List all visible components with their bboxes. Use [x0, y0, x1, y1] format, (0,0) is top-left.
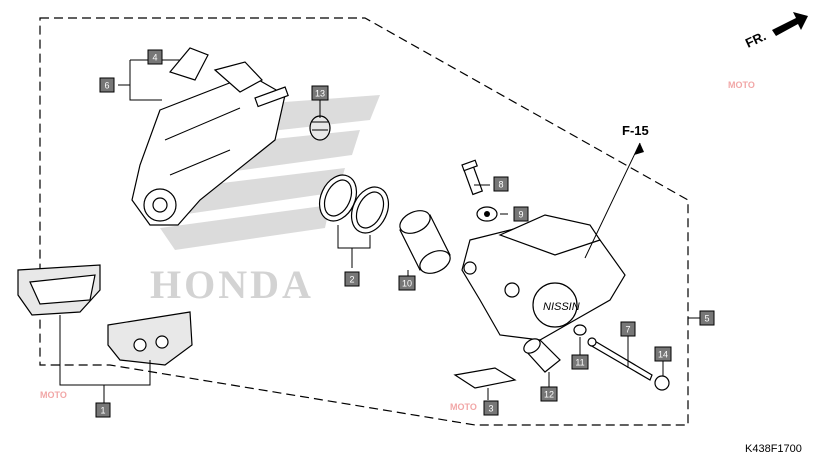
svg-text:14: 14	[658, 350, 668, 360]
store-watermark: MOTO	[728, 80, 755, 90]
callout-12: 12	[540, 386, 558, 402]
caliper-body: NISSIN	[461, 214, 626, 341]
caliper-mark: NISSIN	[543, 301, 580, 313]
svg-text:4: 4	[152, 53, 157, 63]
callout-2: 2	[344, 271, 360, 287]
svg-text:7: 7	[625, 325, 630, 335]
callout-11: 11	[571, 354, 589, 370]
slide-pin	[523, 338, 561, 373]
svg-text:8: 8	[498, 180, 503, 190]
front-direction-indicator: FR.	[743, 12, 808, 51]
svg-text:10: 10	[402, 279, 412, 289]
bleeder-screw	[461, 159, 484, 196]
callout-6: 6	[99, 77, 115, 93]
svg-text:11: 11	[575, 358, 584, 368]
callout-7: 7	[620, 321, 636, 337]
callout-8: 8	[493, 176, 509, 192]
caliper-piston	[399, 210, 451, 274]
pin-ring	[573, 324, 587, 336]
svg-text:9: 9	[518, 210, 523, 220]
callout-10: 10	[398, 275, 416, 291]
svg-text:12: 12	[544, 390, 554, 400]
callout-13: 13	[311, 85, 329, 101]
store-watermark: MOTO	[450, 402, 477, 412]
brake-pads	[17, 264, 193, 366]
piston-seals	[318, 174, 390, 234]
pad-spring	[168, 47, 209, 81]
callout-4: 4	[147, 49, 163, 65]
store-watermark: MOTO	[40, 390, 67, 400]
callout-3: 3	[483, 400, 499, 416]
pin-plug	[654, 375, 670, 391]
pad-retainer	[453, 367, 517, 389]
svg-text:3: 3	[488, 404, 493, 414]
pin-boot	[309, 115, 331, 141]
callout-9: 9	[513, 206, 529, 222]
pad-pin	[587, 337, 653, 381]
front-arrow-icon	[772, 12, 808, 36]
svg-text:13: 13	[315, 89, 325, 99]
bleeder-cap	[476, 206, 498, 222]
caliper-bracket	[131, 61, 289, 226]
svg-text:F-15: F-15	[622, 123, 649, 138]
svg-text:2: 2	[349, 275, 354, 285]
svg-text:6: 6	[104, 81, 109, 91]
callout-1: 1	[95, 402, 111, 418]
front-label: FR.	[743, 28, 768, 50]
honda-watermark-text: HONDA	[150, 262, 314, 307]
callout-5: 5	[699, 310, 715, 326]
svg-text:5: 5	[704, 314, 709, 324]
svg-text:1: 1	[100, 406, 105, 416]
diagram-code: K438F1700	[745, 443, 802, 455]
callout-14: 14	[654, 346, 672, 362]
reference-f15: F-15	[584, 123, 649, 259]
assembly-boundary	[39, 17, 689, 426]
